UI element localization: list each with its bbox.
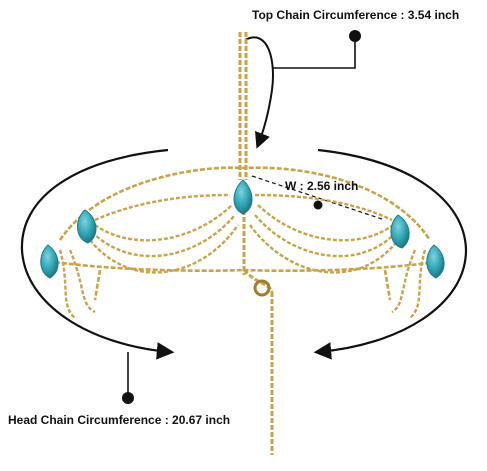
top-chain-pointer-dot	[349, 30, 361, 42]
headband-chains	[54, 166, 436, 301]
far-left-stone	[40, 244, 59, 279]
head-chain-pointer-dot	[122, 392, 134, 404]
far-right-stone	[426, 244, 445, 279]
top-chain-circumference-label: Top Chain Circumference : 3.54 inch	[252, 8, 460, 22]
left-stone	[77, 209, 97, 244]
top-chain	[238, 32, 248, 180]
drape-chains	[58, 193, 427, 319]
turquoise-stones	[40, 179, 445, 279]
back-chain	[242, 210, 274, 455]
right-stone	[390, 214, 410, 249]
head-circumference-indicator	[20, 148, 468, 360]
lobster-clasp	[253, 279, 271, 297]
head-chain-circumference-label: Head Chain Circumference : 20.67 inch	[8, 413, 231, 427]
center-stone	[233, 179, 253, 215]
width-label: W : 2.56 inch	[285, 179, 359, 193]
top-circumference-indicator	[244, 36, 356, 149]
